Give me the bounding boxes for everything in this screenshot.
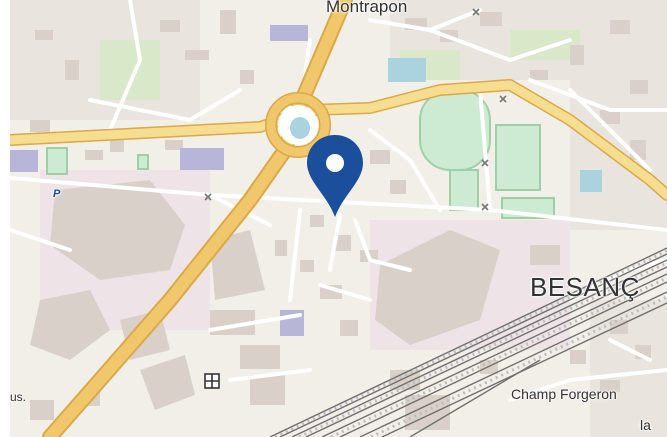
place-label-la: la [640, 417, 651, 433]
place-label-us: us. [10, 390, 27, 404]
map-canvas[interactable]: Montrapon BESANÇ Champ Forgeron la us. P [10, 0, 667, 437]
place-label-champ-forgeron: Champ Forgeron [511, 386, 617, 402]
place-label-besancon: BESANÇ [530, 272, 640, 302]
map-tiles [10, 0, 667, 437]
grid-symbol [204, 373, 220, 389]
roundabout [265, 92, 331, 158]
place-label-montrapon: Montrapon [326, 0, 408, 16]
location-pin-icon[interactable] [305, 133, 365, 219]
stadium [46, 89, 555, 219]
railway [269, 247, 667, 437]
parking-label: P [53, 188, 61, 200]
